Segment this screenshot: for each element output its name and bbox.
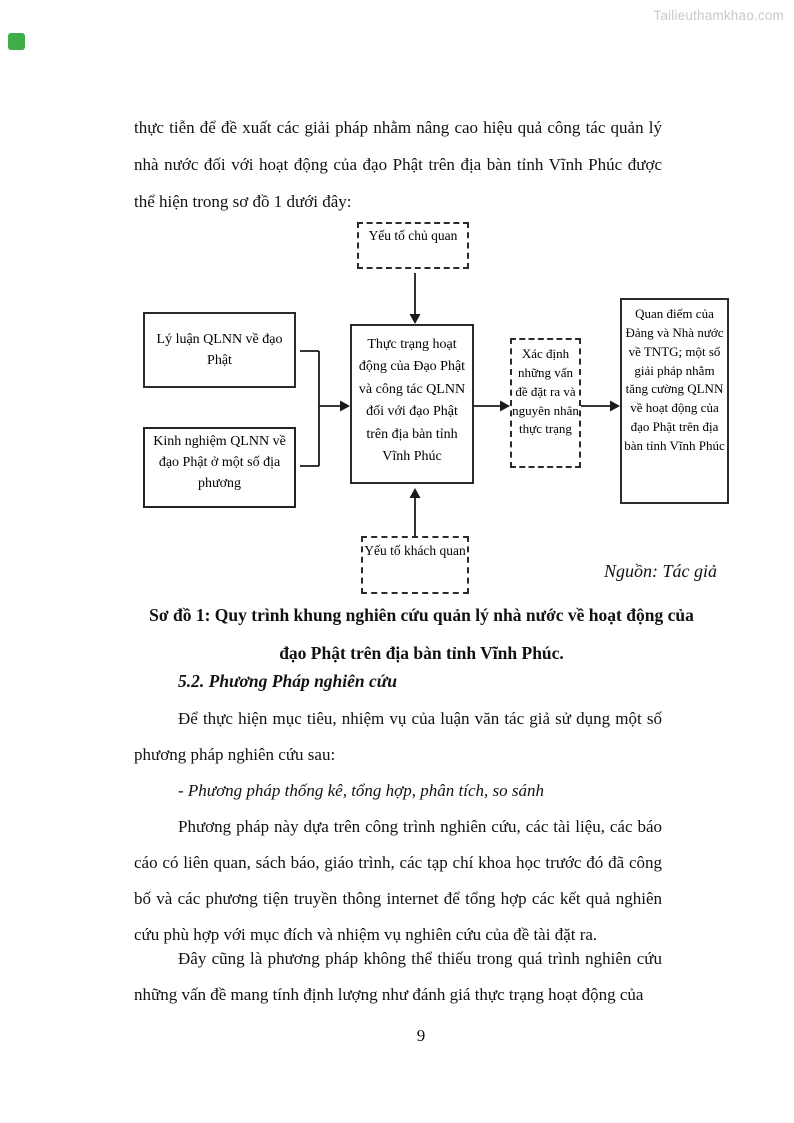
page-number: 9 [416, 1026, 426, 1045]
diagram-caption: Sơ đồ 1: Quy trình khung nghiên cứu quản… [134, 596, 709, 672]
paragraph-method-description: Phương pháp này dựa trên công trình nghi… [134, 817, 662, 944]
intro-paragraph: thực tiễn để đề xuất các giải pháp nhằm … [134, 118, 662, 211]
diagram-box-viewpoint-solutions: Quan điểm của Đảng và Nhà nước về TNTG; … [620, 298, 729, 504]
method-list-item: - Phương pháp thống kê, tổng hợp, phân t… [178, 781, 544, 800]
diagram-box-objective-factor: Yếu tố khách quan [361, 536, 469, 594]
green-badge-icon [8, 33, 25, 50]
diagram-box-current-status: Thực trạng hoạt động của Đạo Phật và côn… [350, 324, 474, 484]
paragraph-method-continued: Đây cũng là phương pháp không thể thiếu … [134, 949, 662, 1004]
diagram-box-subjective-factor: Yếu tố chủ quan [357, 222, 469, 269]
section-heading: 5.2. Phương Pháp nghiên cứu [178, 671, 398, 691]
diagram-caption-line1: Sơ đồ 1: Quy trình khung nghiên cứu quản… [149, 605, 694, 625]
diagram-box-experience: Kinh nghiệm QLNN về đạo Phật ở một số đị… [143, 427, 296, 508]
diagram-box-issues: Xác định những vấn đề đặt ra và nguyên n… [510, 338, 581, 468]
paragraph-methods-intro: Để thực hiện mục tiêu, nhiệm vụ của luận… [134, 709, 662, 764]
diagram-box-theory: Lý luận QLNN về đạo Phật [143, 312, 296, 388]
watermark-text: Tailieuthamkhao.com [653, 8, 784, 23]
diagram-source-label: Nguồn: Tác giả [603, 561, 717, 581]
diagram-caption-line2: đạo Phật trên địa bàn tỉnh Vĩnh Phúc. [279, 643, 564, 663]
